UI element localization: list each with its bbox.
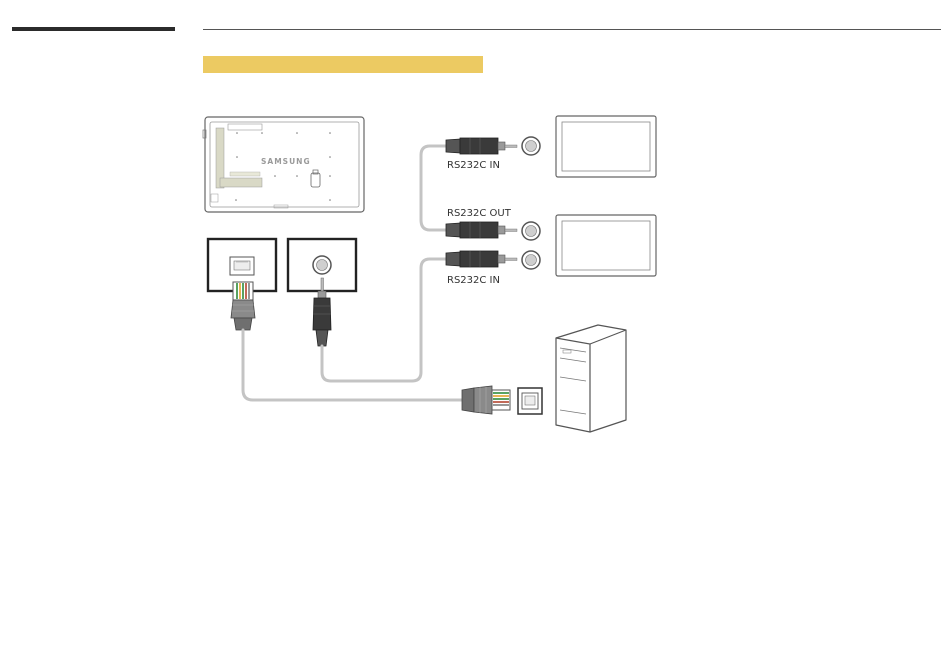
- label-rs232c-out: RS232C OUT: [447, 208, 512, 219]
- display-rear-icon: SAMSUNG: [203, 117, 364, 212]
- rj45-plug-icon: [462, 386, 510, 414]
- pc-tower-icon: [556, 325, 626, 432]
- stereo-jack-port-icon: [522, 222, 540, 240]
- stereo-plug-icon: [446, 251, 517, 267]
- monitor-icon: [556, 215, 656, 276]
- label-rs232c-in-top: RS232C IN: [447, 160, 500, 171]
- stereo-jack-port-icon: [522, 137, 540, 155]
- monitor-icon: [556, 116, 656, 177]
- rj45-plug-icon: [231, 282, 255, 330]
- stereo-plug-icon: [446, 222, 517, 238]
- rj45-port-icon: [518, 388, 542, 414]
- stereo-jack-port-icon: [522, 251, 540, 269]
- label-rs232c-in-bottom: RS232C IN: [447, 275, 500, 286]
- display-brand-logo: SAMSUNG: [261, 157, 311, 166]
- stereo-plug-icon: [446, 138, 517, 154]
